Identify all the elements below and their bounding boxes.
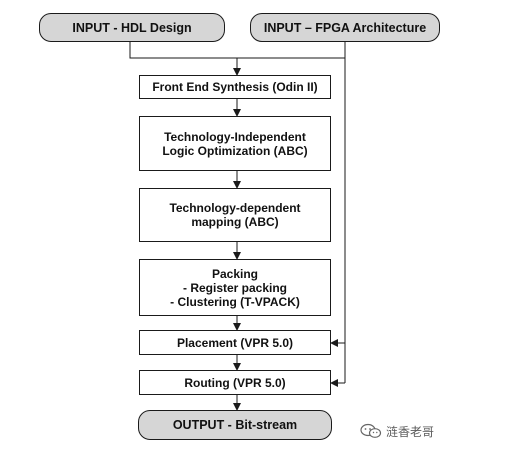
fpga-to-merge-line <box>237 42 346 59</box>
wechat-icon <box>360 423 382 439</box>
input-fpga-architecture: INPUT – FPGA Architecture <box>250 13 440 42</box>
watermark: 涟香老哥 <box>360 421 434 441</box>
step-packing: Packing - Register packing - Clustering … <box>139 259 331 316</box>
step-logic-optimization: Technology-Independent Logic Optimizatio… <box>139 116 331 171</box>
step-front-end-synthesis: Front End Synthesis (Odin II) <box>139 75 331 99</box>
step-technology-mapping: Technology-dependent mapping (ABC) <box>139 188 331 242</box>
watermark-text: 涟香老哥 <box>386 424 435 439</box>
step-placement: Placement (VPR 5.0) <box>139 330 331 355</box>
hdl-to-merge-line <box>129 42 237 59</box>
output-bit-stream: OUTPUT - Bit-stream <box>138 410 332 440</box>
step-routing: Routing (VPR 5.0) <box>139 370 331 395</box>
input-hdl-design: INPUT - HDL Design <box>39 13 225 42</box>
